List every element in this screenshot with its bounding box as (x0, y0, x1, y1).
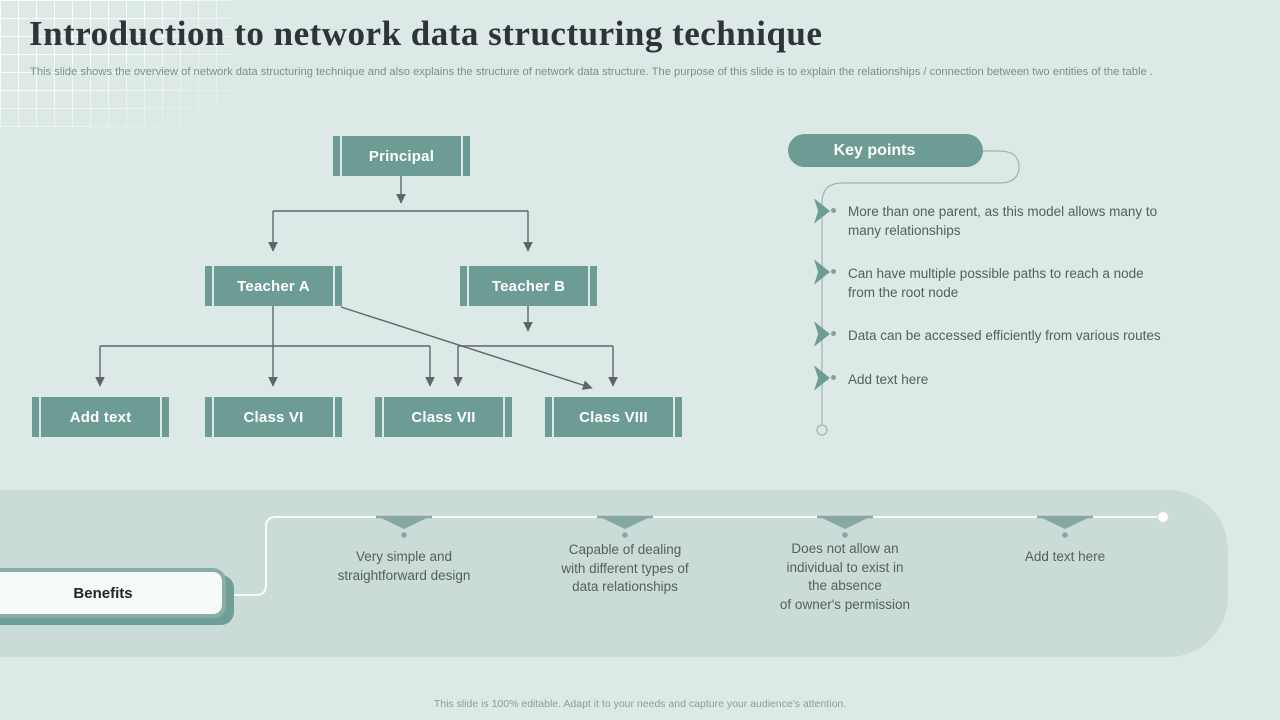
node-side-bar (590, 266, 597, 306)
node-side-bar (32, 397, 39, 437)
node-add-text: Add text (32, 397, 169, 437)
node-label: Class VIII (554, 397, 673, 437)
benefit-item: Does not allow an individual to exist in… (779, 541, 911, 612)
bullet-dot-icon (831, 208, 836, 213)
page-title: Introduction to network data structuring… (29, 14, 823, 53)
key-point-item: Can have multiple possible paths to reac… (848, 266, 1144, 300)
benefit-item: Very simple and straightforward design (337, 549, 471, 583)
key-points-header: Key points (788, 134, 983, 167)
node-class-vii: Class VII (375, 397, 512, 437)
page-subtitle: This slide shows the overview of network… (30, 66, 1153, 78)
node-class-vi: Class VI (205, 397, 342, 437)
corner-grid-decoration (0, 0, 232, 128)
node-class-viii: Class VIII (545, 397, 682, 437)
node-side-bar (463, 136, 470, 176)
node-side-bar (335, 266, 342, 306)
key-point-item: Add text here (848, 372, 929, 387)
key-point-item: More than one parent, as this model allo… (848, 204, 1158, 238)
node-side-bar (333, 136, 340, 176)
node-label: Class VI (214, 397, 333, 437)
node-side-bar (205, 266, 212, 306)
benefits-header: Benefits (0, 568, 226, 618)
bullet-dot-icon (831, 331, 836, 336)
footer-note: This slide is 100% editable. Adapt it to… (433, 698, 847, 710)
node-side-bar (375, 397, 382, 437)
node-side-bar (335, 397, 342, 437)
node-label: Class VII (384, 397, 503, 437)
node-label: Add text (41, 397, 160, 437)
node-side-bar (162, 397, 169, 437)
benefit-item: Add text here (1024, 549, 1106, 564)
node-side-bar (545, 397, 552, 437)
node-label: Teacher A (214, 266, 333, 306)
benefit-item: Capable of dealing with different types … (561, 542, 689, 594)
node-teacher-b: Teacher B (460, 266, 597, 306)
node-side-bar (460, 266, 467, 306)
bullet-dot-icon (831, 375, 836, 380)
node-side-bar (205, 397, 212, 437)
node-side-bar (505, 397, 512, 437)
node-label: Principal (342, 136, 461, 176)
key-point-item: Data can be accessed efficiently from va… (848, 328, 1161, 343)
node-side-bar (675, 397, 682, 437)
node-label: Teacher B (469, 266, 588, 306)
node-teacher-a: Teacher A (205, 266, 342, 306)
bullet-dot-icon (831, 269, 836, 274)
node-principal: Principal (333, 136, 470, 176)
